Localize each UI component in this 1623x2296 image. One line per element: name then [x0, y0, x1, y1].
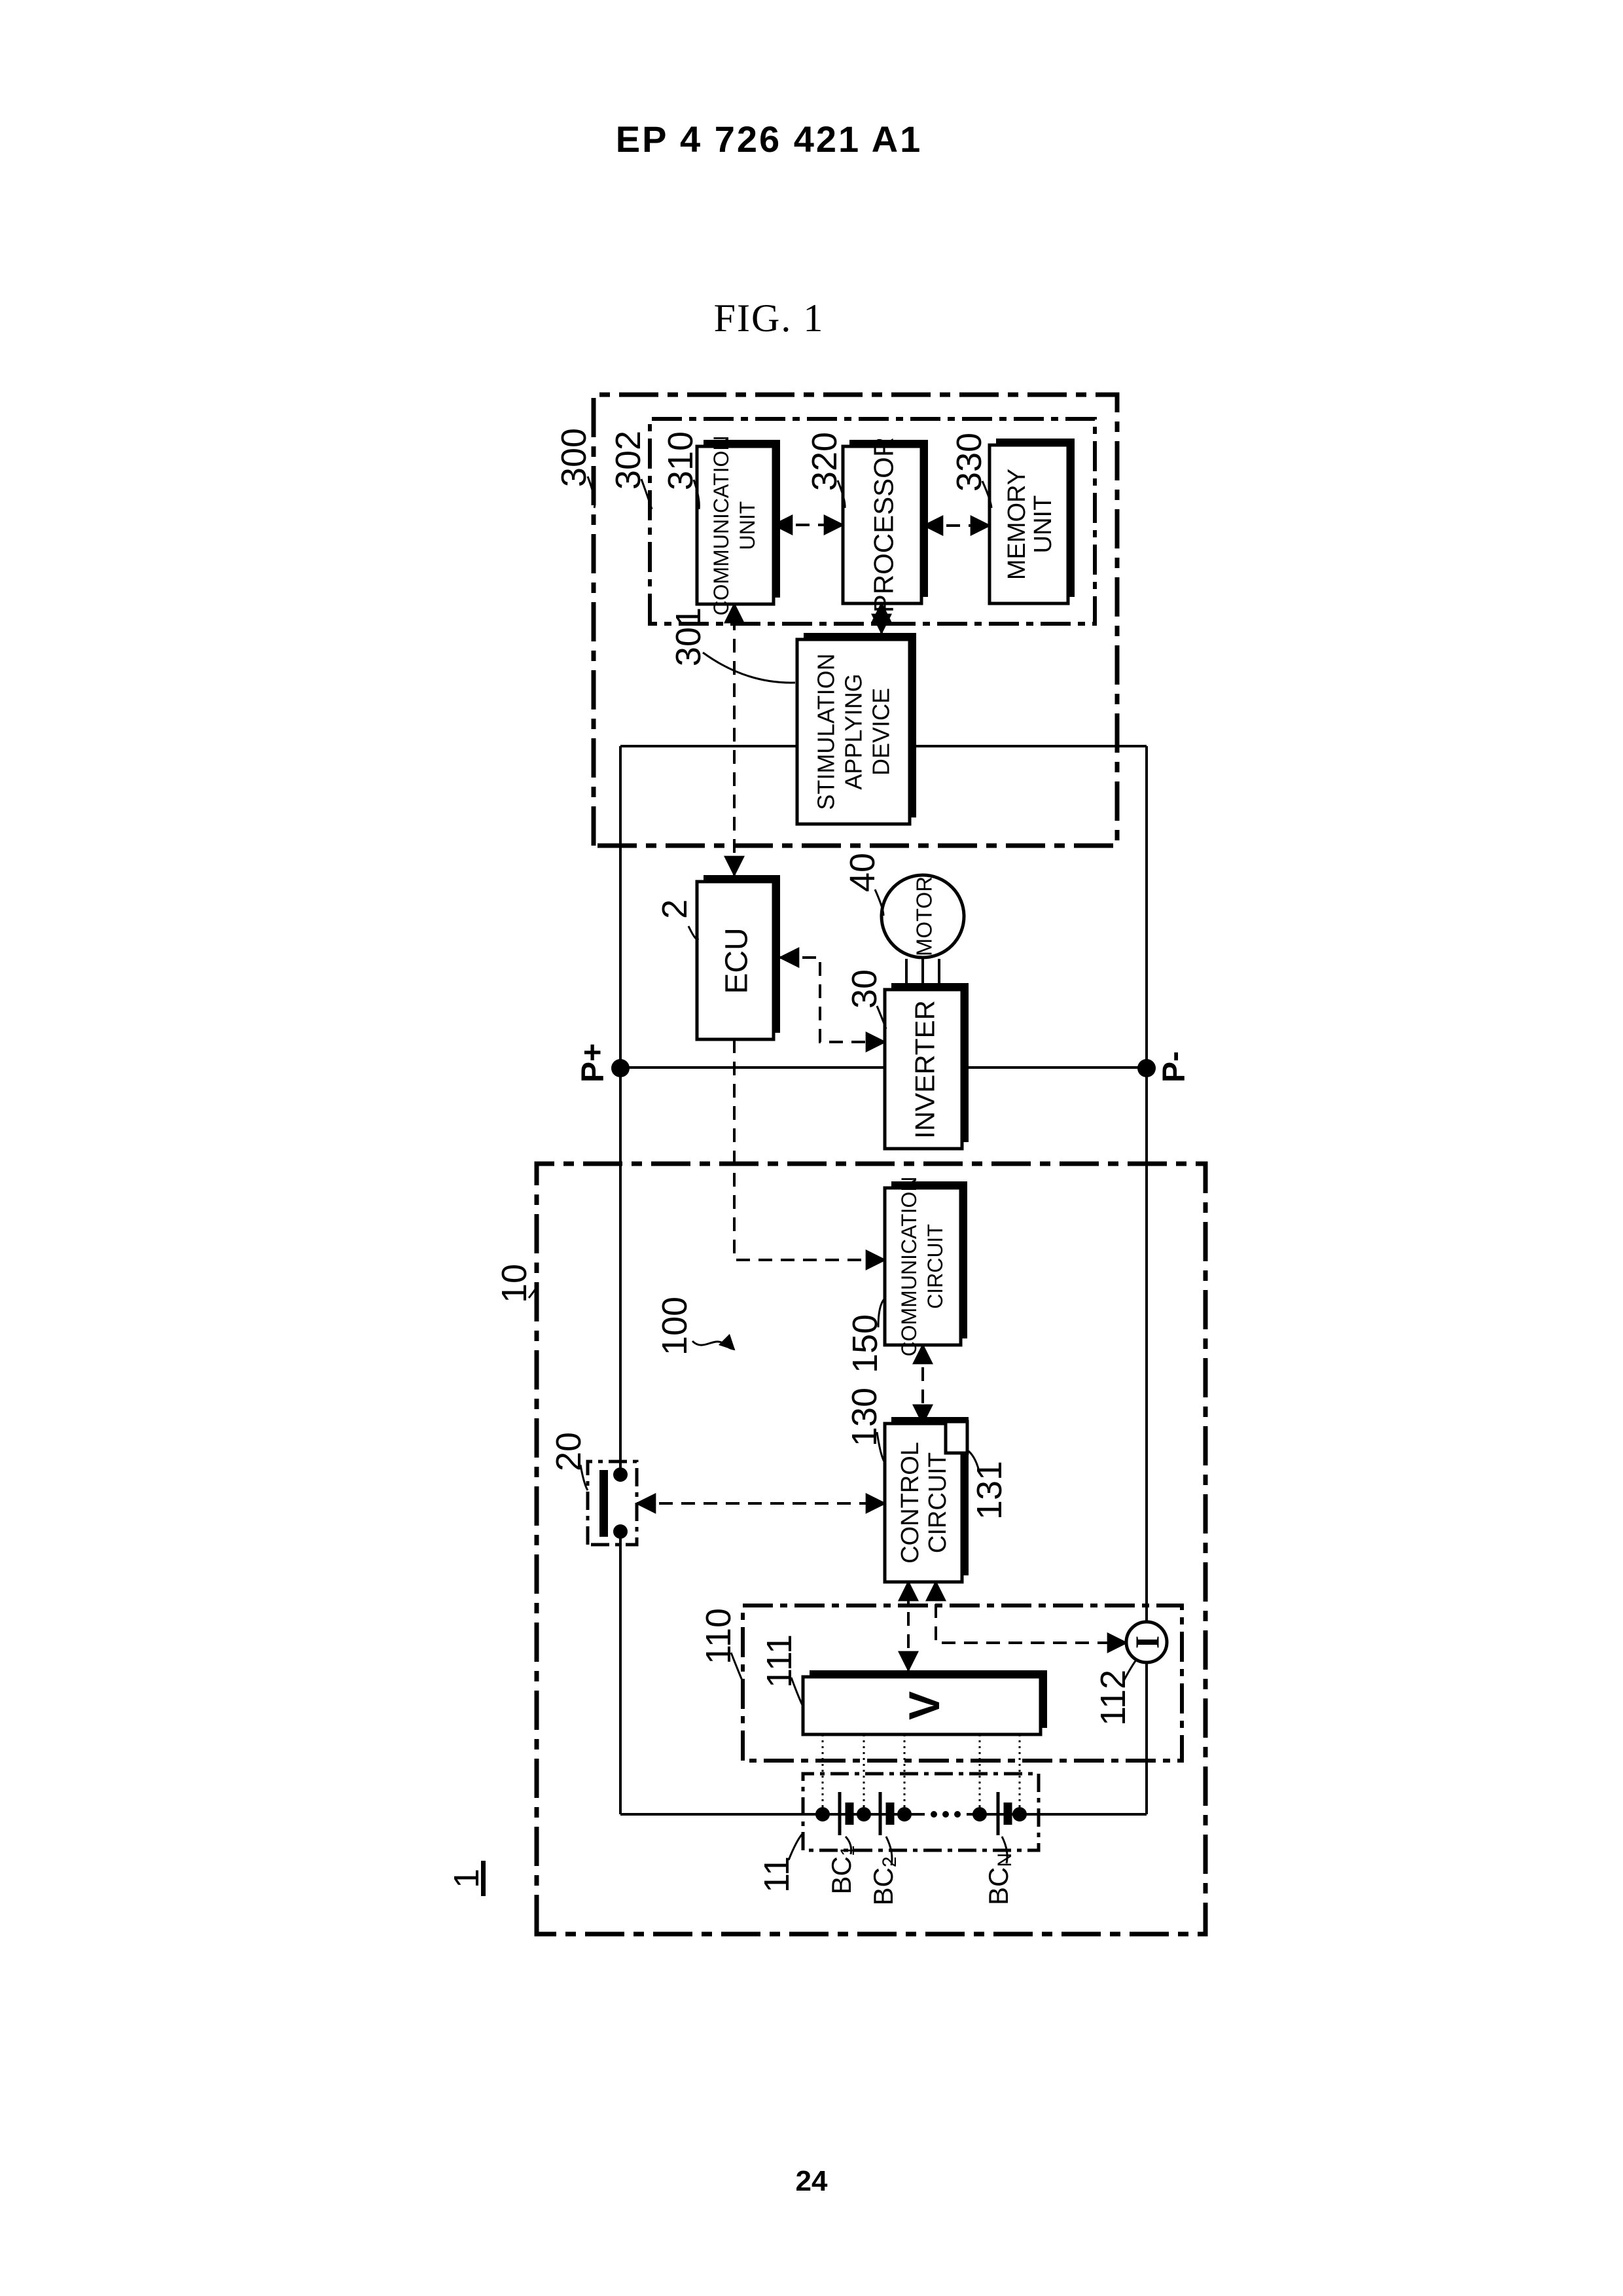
junction-dot: [857, 1807, 871, 1821]
ellipsis-dot: [954, 1811, 961, 1818]
ref-10: 10: [495, 1264, 534, 1303]
ref-1: 1: [447, 1869, 486, 1888]
ref-112: 112: [1094, 1670, 1133, 1726]
ref-20: 20: [549, 1432, 588, 1471]
link-ecu-inverter: [778, 947, 887, 1052]
connector-bar: [599, 1470, 608, 1537]
ref-301: 301: [669, 607, 708, 666]
control-circuit-label-line2: CIRCUIT: [924, 1452, 952, 1553]
communication-unit-label-line2: UNIT: [736, 501, 759, 550]
ref-2: 2: [655, 899, 694, 919]
control-circuit-label-line1: CONTROL: [897, 1442, 924, 1564]
p-plus-node: [611, 1059, 630, 1077]
ref-1-underline: [481, 1861, 486, 1896]
reference-numerals: 300 302 310 320 330 301 2 40 30 150 130 …: [447, 428, 1192, 1896]
communication-circuit-label-line2: CIRCUIT: [923, 1224, 947, 1309]
block-processor: PROCESSOR: [841, 437, 928, 613]
ellipsis-dot: [942, 1811, 949, 1818]
ref-30: 30: [845, 969, 884, 1009]
block-communication-unit: COMMUNICATION UNIT: [695, 436, 780, 616]
junction-dot: [1012, 1807, 1027, 1821]
sub-block-131: [944, 1420, 969, 1455]
signal-links: [635, 514, 1128, 1672]
cell-label-bcn: BCN: [983, 1853, 1016, 1905]
battery-pack-box-10: [534, 1161, 1208, 1937]
stim-label-line1: STIMULATION: [813, 653, 840, 810]
cell-labels: BC1 BC2 BCN: [826, 1835, 1016, 1906]
link-ecu-commCircuit: [733, 1039, 887, 1270]
connector-pin: [613, 1524, 628, 1539]
page-number: 24: [795, 2165, 828, 2197]
ref-11: 11: [757, 1856, 796, 1893]
link-controlCircuit-ammeter: [925, 1580, 1128, 1653]
page-header: EP 4 726 421 A1: [615, 118, 923, 160]
block-voltmeter: V: [801, 1670, 1047, 1736]
battery-cells: [815, 1792, 1027, 1835]
block-stimulation-device: STIMULATION APPLYING DEVICE: [795, 633, 916, 826]
connector-20: [599, 1467, 628, 1539]
communication-circuit-label-line1: COMMUNICATION: [897, 1177, 921, 1357]
block-inverter: INVERTER: [883, 983, 969, 1151]
p-plus-label: P+: [576, 1043, 611, 1083]
communication-unit-label-line1: COMMUNICATION: [709, 436, 733, 616]
ref-131: 131: [970, 1461, 1009, 1520]
memory-unit-label-line2: UNIT: [1029, 495, 1057, 554]
inverter-label: INVERTER: [910, 1000, 940, 1139]
ref-111: 111: [760, 1634, 799, 1688]
ref-40: 40: [843, 853, 882, 892]
power-rails: [619, 745, 1148, 1816]
figure-1-diagram: COMMUNICATION UNIT PROCESSOR MEMORY UNIT…: [419, 367, 1243, 1964]
connector-pin: [613, 1467, 628, 1482]
stim-label-line2: APPLYING: [840, 673, 867, 789]
ammeter-circle: I: [1124, 1620, 1169, 1664]
p-minus-label: P-: [1157, 1051, 1192, 1083]
junction-dot: [972, 1807, 987, 1821]
connector-box-20: [586, 1460, 639, 1547]
memory-unit-label-line1: MEMORY: [1003, 469, 1031, 580]
voltage-sense-lines: [821, 1736, 1021, 1807]
cell-label-bc1: BC1: [826, 1845, 859, 1894]
junction-dot: [897, 1807, 912, 1821]
block-memory-unit: MEMORY UNIT: [988, 439, 1075, 605]
ref-100: 100: [655, 1297, 694, 1355]
stim-label-line3: DEVICE: [868, 688, 895, 776]
p-minus-node: [1137, 1059, 1156, 1077]
motor-label: MOTOR: [912, 876, 936, 956]
cell-label-bc2: BC2: [868, 1856, 901, 1905]
ammeter-symbol: I: [1130, 1636, 1167, 1649]
figure-title: FIG. 1: [713, 296, 825, 340]
motor-circle: MOTOR: [880, 873, 966, 960]
server-box-300: [591, 392, 1120, 848]
block-control-circuit: CONTROL CIRCUIT: [883, 1417, 969, 1584]
voltmeter-symbol: V: [900, 1691, 948, 1720]
block-communication-circuit: COMMUNICATION CIRCUIT: [883, 1177, 967, 1357]
cell-group-box-11: [801, 1772, 1041, 1852]
ellipsis-dot: [931, 1811, 937, 1818]
junction-dot: [815, 1807, 830, 1821]
processor-label: PROCESSOR: [868, 437, 899, 613]
block-ecu: ECU: [695, 875, 780, 1041]
ecu-label: ECU: [720, 927, 755, 994]
